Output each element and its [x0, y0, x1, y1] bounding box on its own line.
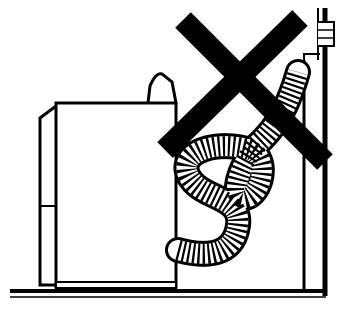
flexible-exhaust-duct [165, 59, 311, 267]
floor [10, 289, 326, 298]
prohibition-x-mark [157, 10, 333, 170]
dryer [38, 72, 178, 289]
